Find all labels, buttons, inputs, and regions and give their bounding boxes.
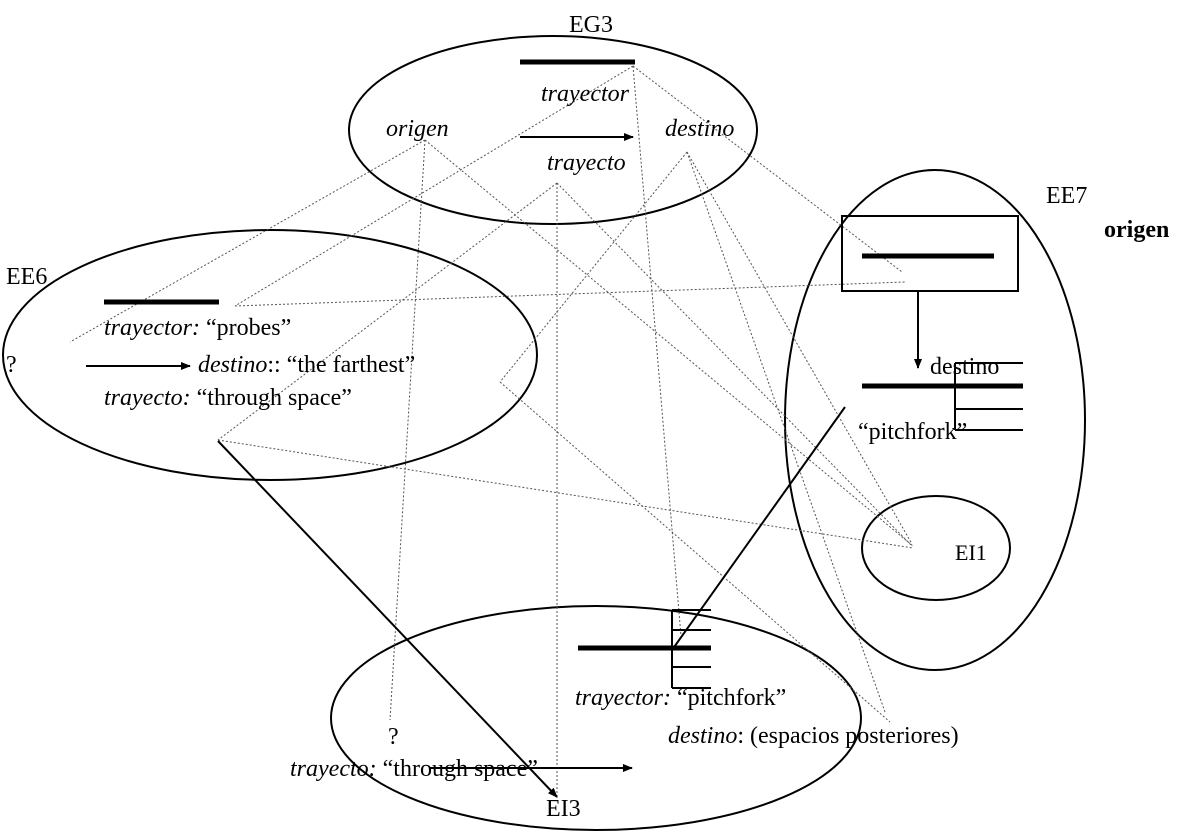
ei3-question-mark: ? — [388, 724, 399, 750]
ei3-trayector-line: trayector: “pitchfork” — [575, 685, 786, 711]
ee7-pitchfork-label: “pitchfork” — [858, 419, 967, 445]
eg3-trayecto-label: trayecto — [547, 150, 626, 176]
ei3-space — [330, 605, 862, 831]
origen-label-right: origen — [1104, 217, 1169, 243]
eg3-label: EG3 — [569, 12, 613, 38]
ee7-label: EE7 — [1046, 183, 1087, 209]
ee7-space — [784, 169, 1086, 671]
ee7-pitchfork-icon — [862, 362, 1023, 431]
eg3-trayector-label: trayector — [541, 81, 630, 107]
ee6-trayecto-line: trayecto: “through space” — [104, 385, 352, 411]
ee7-origin-box — [841, 215, 1019, 292]
ei3-label: EI3 — [546, 796, 581, 822]
projection-line-ee6-to-ei3 — [217, 440, 558, 798]
ee6-trayector-line: trayector: “probes” — [104, 315, 291, 341]
ee6-question-mark: ? — [6, 352, 17, 378]
ei1-space — [861, 495, 1011, 601]
ee6-space — [2, 229, 538, 481]
ee6-label: EE6 — [6, 264, 47, 290]
eg3-destino-label: destino — [665, 116, 734, 142]
ee7-destino-label: destino — [930, 354, 999, 380]
ei3-pitchfork-icon — [578, 609, 711, 689]
eg3-origen-label: origen — [386, 116, 449, 142]
ei1-label: EI1 — [955, 540, 987, 565]
ee6-destino-line: destino:: “the farthest” — [198, 352, 415, 378]
projection-line-ee7-to-ei3 — [671, 406, 846, 651]
ei3-destino-line: destino: (espacios posteriores) — [668, 723, 959, 749]
eg3-space — [348, 35, 758, 225]
dotted-mapping-lines — [69, 65, 914, 798]
